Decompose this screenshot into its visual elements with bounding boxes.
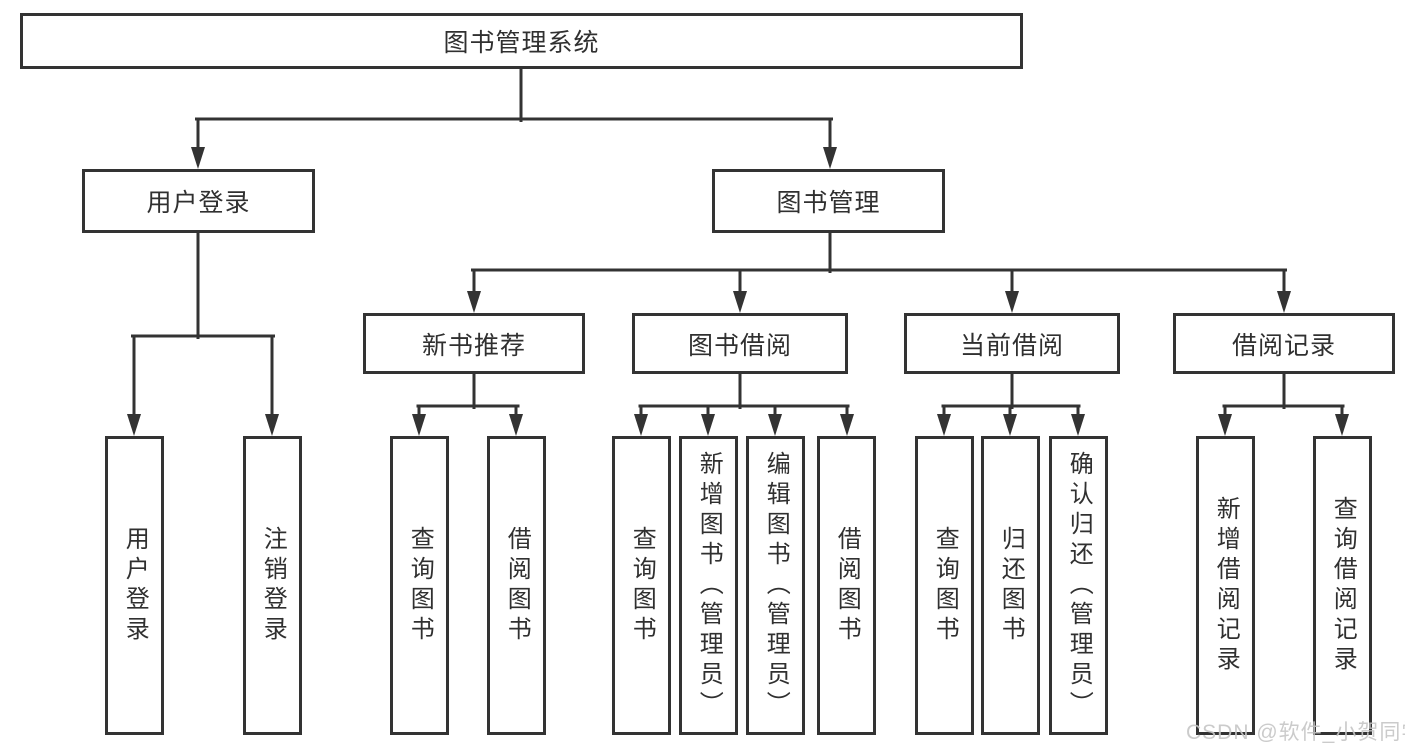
- node-book-borrow: 图书借阅: [632, 313, 848, 374]
- node-label: 借阅图书: [503, 525, 531, 646]
- node-label: 借阅图书: [833, 525, 861, 646]
- node-current-borrow: 当前借阅: [904, 313, 1120, 374]
- node-label: 查询图书: [628, 525, 656, 646]
- node-leaf-borrow-book-2: 借阅图书: [817, 436, 876, 735]
- node-root: 图书管理系统: [20, 13, 1023, 69]
- node-label: 用户登录: [121, 525, 149, 646]
- node-label: 新增借阅记录: [1212, 495, 1240, 676]
- node-label: 查询借阅记录: [1329, 495, 1357, 676]
- node-leaf-add-book-admin: 新增图书（管理员）: [679, 436, 738, 735]
- node-label: 查询图书: [931, 525, 959, 646]
- node-leaf-add-borrow-record: 新增借阅记录: [1196, 436, 1255, 735]
- node-new-book-recommend: 新书推荐: [363, 313, 585, 374]
- node-leaf-query-book-1: 查询图书: [390, 436, 449, 735]
- node-leaf-user-login: 用户登录: [105, 436, 164, 735]
- node-leaf-borrow-book-1: 借阅图书: [487, 436, 546, 735]
- csdn-watermark: CSDN @软件_小贺同学: [1186, 721, 1405, 744]
- node-label: 归还图书: [997, 525, 1025, 646]
- node-label: 注销登录: [259, 525, 287, 646]
- node-leaf-query-borrow-record: 查询借阅记录: [1313, 436, 1372, 735]
- node-book-management: 图书管理: [712, 169, 945, 233]
- node-leaf-return-book: 归还图书: [981, 436, 1040, 735]
- node-label: 确认归还（管理员）: [1065, 450, 1093, 721]
- node-leaf-query-book-3: 查询图书: [915, 436, 974, 735]
- node-label: 编辑图书（管理员）: [762, 450, 790, 721]
- node-leaf-query-book-2: 查询图书: [612, 436, 671, 735]
- node-label: 查询图书: [406, 525, 434, 646]
- node-leaf-confirm-return-admin: 确认归还（管理员）: [1049, 436, 1108, 735]
- node-borrow-record: 借阅记录: [1173, 313, 1395, 374]
- node-user-login: 用户登录: [82, 169, 315, 233]
- node-leaf-edit-book-admin: 编辑图书（管理员）: [746, 436, 805, 735]
- node-leaf-logout: 注销登录: [243, 436, 302, 735]
- node-label: 新增图书（管理员）: [695, 450, 723, 721]
